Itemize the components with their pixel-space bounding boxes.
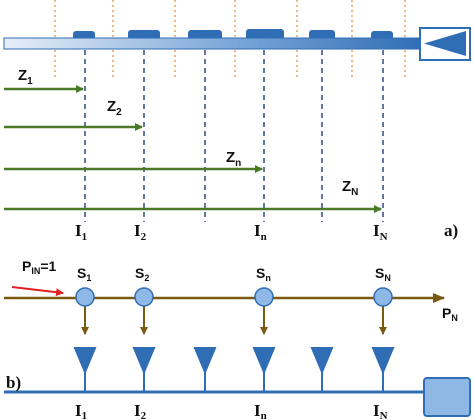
emitter bbox=[252, 347, 276, 392]
blue-guides bbox=[84, 50, 384, 222]
bottom-panel: PIN=1 S1 S2 Sn SN bbox=[4, 258, 471, 420]
drop-arrows bbox=[81, 306, 387, 335]
splitter-label: S2 bbox=[135, 265, 149, 283]
output-coupler bbox=[423, 377, 471, 417]
i-label: In bbox=[254, 401, 267, 420]
splitter-label: S1 bbox=[77, 265, 91, 283]
panel-label-b: b) bbox=[6, 373, 21, 392]
emitters bbox=[73, 347, 395, 392]
output-power-label: PN bbox=[442, 305, 458, 323]
z-label: ZN bbox=[342, 178, 358, 198]
panel-label-a: a) bbox=[444, 221, 458, 240]
i-label: I1 bbox=[75, 401, 87, 420]
splitter-label: SN bbox=[375, 265, 391, 283]
grating-tooth bbox=[246, 29, 284, 40]
i-label: I2 bbox=[134, 401, 147, 420]
input-coupler bbox=[419, 27, 471, 61]
waveguide-bar bbox=[3, 37, 425, 50]
splitter-nodes bbox=[75, 287, 393, 307]
emitter bbox=[371, 347, 395, 392]
splitter-node-sN bbox=[373, 287, 393, 307]
splitter-node-s2 bbox=[134, 287, 154, 307]
input-power-label: PIN=1 bbox=[22, 258, 57, 276]
z-label: Z2 bbox=[107, 98, 122, 118]
i-label: In bbox=[254, 221, 267, 243]
top-panel: Z1 Z2 Zn ZN I1 I2 In IN a) bbox=[3, 0, 471, 243]
emitter bbox=[310, 347, 334, 392]
emitter bbox=[193, 347, 217, 392]
i-label: I1 bbox=[75, 221, 87, 243]
z-label: Zn bbox=[226, 149, 241, 169]
input-arrow bbox=[11, 286, 64, 297]
distance-arrows bbox=[4, 85, 382, 213]
i-label: I2 bbox=[134, 221, 147, 243]
emitter bbox=[132, 347, 156, 392]
splitter-node-s1 bbox=[75, 287, 95, 307]
splitter-node-sn bbox=[254, 287, 274, 307]
emitter bbox=[73, 347, 97, 392]
z-label: Z1 bbox=[18, 67, 33, 87]
i-label: IN bbox=[373, 401, 388, 420]
splitter-label: Sn bbox=[256, 265, 271, 283]
i-label: IN bbox=[373, 221, 388, 243]
